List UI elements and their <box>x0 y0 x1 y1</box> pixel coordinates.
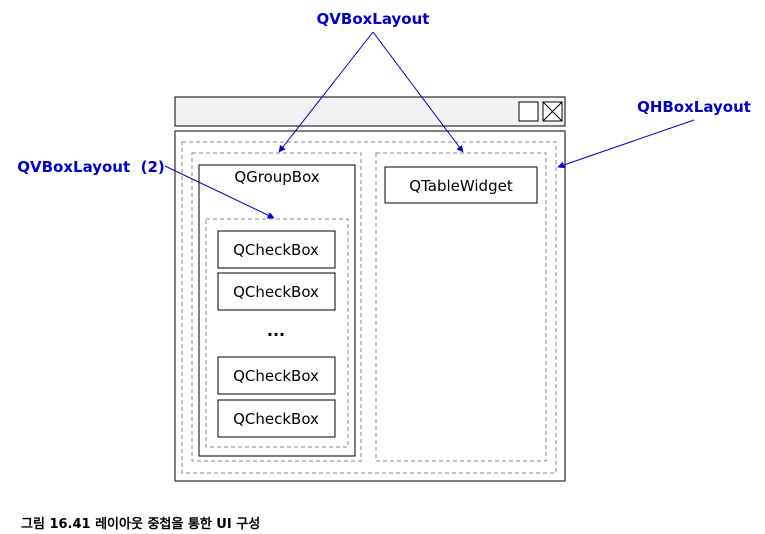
checkbox-4 <box>217 399 336 438</box>
vbox-2-annotation: QVBoxLayout (2) <box>17 158 165 176</box>
table-widget <box>384 166 538 204</box>
hbox-annotation: QHBoxLayout <box>637 98 751 116</box>
vbox-2-arrow <box>164 165 275 219</box>
checkbox-2-label: QCheckBox <box>233 283 319 301</box>
checkbox-4-label: QCheckBox <box>233 410 319 428</box>
close-icon <box>542 101 563 122</box>
checkbox-1 <box>217 230 336 269</box>
vbox-top-arrow-left <box>278 31 374 153</box>
vbox-top-annotation: QVBoxLayout <box>317 10 430 28</box>
hbox-arrow <box>557 119 695 169</box>
maximize-icon <box>518 101 539 122</box>
vbox-top-arrow-right <box>372 31 464 153</box>
group-box-label: QGroupBox <box>234 168 319 186</box>
checkbox-2 <box>217 272 336 311</box>
ellipsis: ... <box>267 321 285 340</box>
window-titlebar <box>174 96 566 127</box>
left-vbox-region <box>191 152 362 462</box>
checkbox-1-label: QCheckBox <box>233 241 319 259</box>
checkbox-3-label: QCheckBox <box>233 367 319 385</box>
checkbox-3 <box>217 356 336 395</box>
table-widget-label: QTableWidget <box>409 177 513 195</box>
hbox-layout-region <box>181 141 557 474</box>
inner-vbox-region <box>205 218 349 448</box>
right-vbox-region <box>375 152 547 462</box>
figure-caption: 그림 16.41 레이아웃 중첩을 통한 UI 구성 <box>21 517 261 532</box>
